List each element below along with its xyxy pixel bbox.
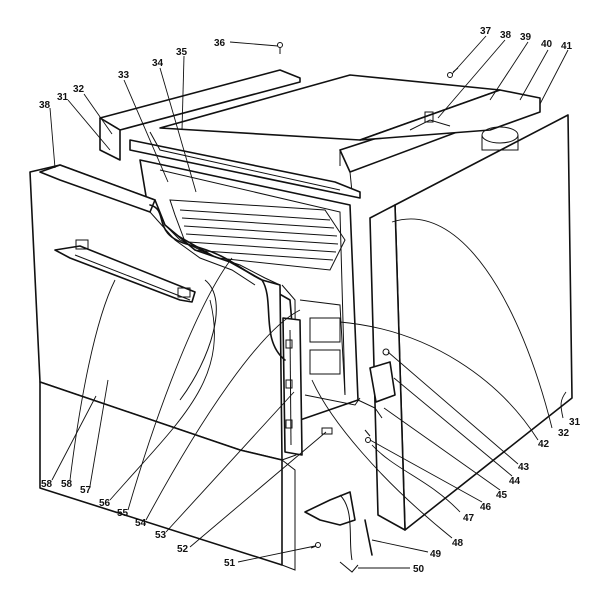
callout-58-middle: 58 — [61, 479, 73, 490]
right-side-panel — [369, 114, 573, 531]
callout-52: 52 — [177, 544, 189, 555]
callout-33: 33 — [118, 70, 130, 81]
callout-36: 36 — [214, 38, 226, 49]
callout-31-left: 31 — [57, 92, 69, 103]
callout-46: 46 — [480, 502, 492, 513]
callout-48: 48 — [452, 538, 464, 549]
rack-support-curve — [179, 279, 217, 401]
callout-40: 40 — [541, 39, 553, 50]
callout-51: 51 — [224, 558, 236, 569]
callout-45: 45 — [496, 490, 508, 501]
door-handle — [54, 239, 196, 303]
oven-rack — [169, 199, 346, 271]
callout-53: 53 — [155, 530, 167, 541]
callout-38-left: 38 — [39, 100, 51, 111]
callout-38: 38 — [500, 30, 512, 41]
callout-49: 49 — [430, 549, 442, 560]
callout-43: 43 — [518, 462, 530, 473]
callout-58-left: 58 — [41, 479, 53, 490]
callout-55: 55 — [117, 508, 129, 519]
top-screws — [277, 42, 459, 78]
callout-41: 41 — [561, 41, 573, 52]
hinge-bracket — [357, 348, 396, 443]
oven-door — [29, 164, 297, 461]
callout-56: 56 — [99, 498, 111, 509]
callout-32-left: 32 — [73, 84, 85, 95]
callout-44: 44 — [509, 476, 521, 487]
callout-37: 37 — [480, 26, 492, 37]
callout-47: 47 — [463, 513, 475, 524]
lower-front-panel — [39, 381, 296, 571]
callout-57: 57 — [80, 485, 92, 496]
door-spring-assembly — [304, 427, 373, 573]
callout-32-right: 32 — [558, 428, 570, 439]
callout-50: 50 — [413, 564, 425, 575]
leader-lines — [49, 35, 569, 569]
callout-labels: 36 37 38 39 40 41 38 31 32 33 34 35 31 3… — [39, 26, 581, 575]
callout-54: 54 — [135, 518, 147, 529]
callout-34: 34 — [152, 58, 164, 69]
door-hinge-assembly — [282, 317, 303, 456]
callout-35: 35 — [176, 47, 188, 58]
callout-39: 39 — [520, 32, 532, 43]
cutaway-edge — [149, 204, 286, 361]
callout-31-right: 31 — [569, 417, 581, 428]
callout-42: 42 — [538, 439, 550, 450]
